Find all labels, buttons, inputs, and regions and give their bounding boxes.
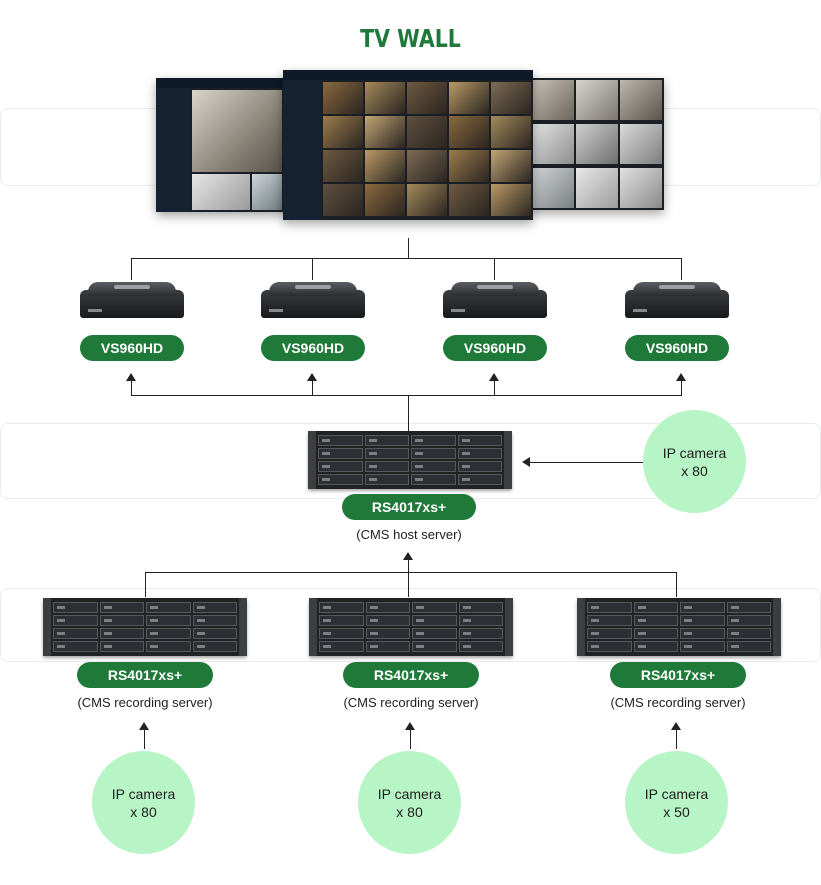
ip-camera-label: IP camera: [111, 785, 176, 802]
recorder-caption: (CMS recording server): [343, 695, 479, 710]
ip-camera-count: x 50: [663, 803, 690, 820]
arrow-up-icon: [489, 373, 499, 381]
decoder-label: VS960HD: [80, 335, 184, 361]
recorder-caption: (CMS recording server): [77, 695, 213, 710]
arrow-left-icon: [522, 457, 530, 467]
arrow-up-icon: [405, 722, 415, 730]
ip-camera-host: IP camera x 80: [643, 410, 746, 513]
ip-camera-count: x 80: [130, 803, 157, 820]
host-server-caption: (CMS host server): [356, 527, 462, 542]
recorder-caption: (CMS recording server): [610, 695, 746, 710]
diagram-title: TV WALL: [360, 24, 461, 53]
nvr-device-icon: [443, 282, 547, 324]
decoder-label: VS960HD: [443, 335, 547, 361]
arrow-up-icon: [671, 722, 681, 730]
arrow-up-icon: [126, 373, 136, 381]
host-server-label: RS4017xs+: [342, 494, 476, 520]
ip-camera-recorder-2: IP camera x 80: [358, 751, 461, 854]
recorder-label: RS4017xs+: [77, 662, 213, 688]
rack-server-icon: [577, 598, 781, 656]
decoder-label: VS960HD: [261, 335, 365, 361]
rack-server-icon: [309, 598, 513, 656]
tv-screen-center: [283, 70, 533, 220]
ip-camera-label: IP camera: [662, 444, 727, 461]
rack-server-icon: [43, 598, 247, 656]
recorder-label: RS4017xs+: [610, 662, 746, 688]
nvr-device-icon: [625, 282, 729, 324]
ip-camera-count: x 80: [396, 803, 423, 820]
ip-camera-recorder-1: IP camera x 80: [92, 751, 195, 854]
arrow-up-icon: [676, 373, 686, 381]
nvr-device-icon: [261, 282, 365, 324]
ip-camera-label: IP camera: [377, 785, 442, 802]
decoder-label: VS960HD: [625, 335, 729, 361]
tv-screen-left: [156, 78, 286, 212]
arrow-up-icon: [139, 722, 149, 730]
nvr-device-icon: [80, 282, 184, 324]
ip-camera-recorder-3: IP camera x 50: [625, 751, 728, 854]
ip-camera-label: IP camera: [644, 785, 709, 802]
arrow-up-icon: [403, 552, 413, 560]
tv-screen-right: [530, 78, 664, 210]
recorder-label: RS4017xs+: [343, 662, 479, 688]
ip-camera-count: x 80: [681, 462, 708, 479]
arrow-up-icon: [307, 373, 317, 381]
rack-server-icon: [308, 431, 512, 489]
